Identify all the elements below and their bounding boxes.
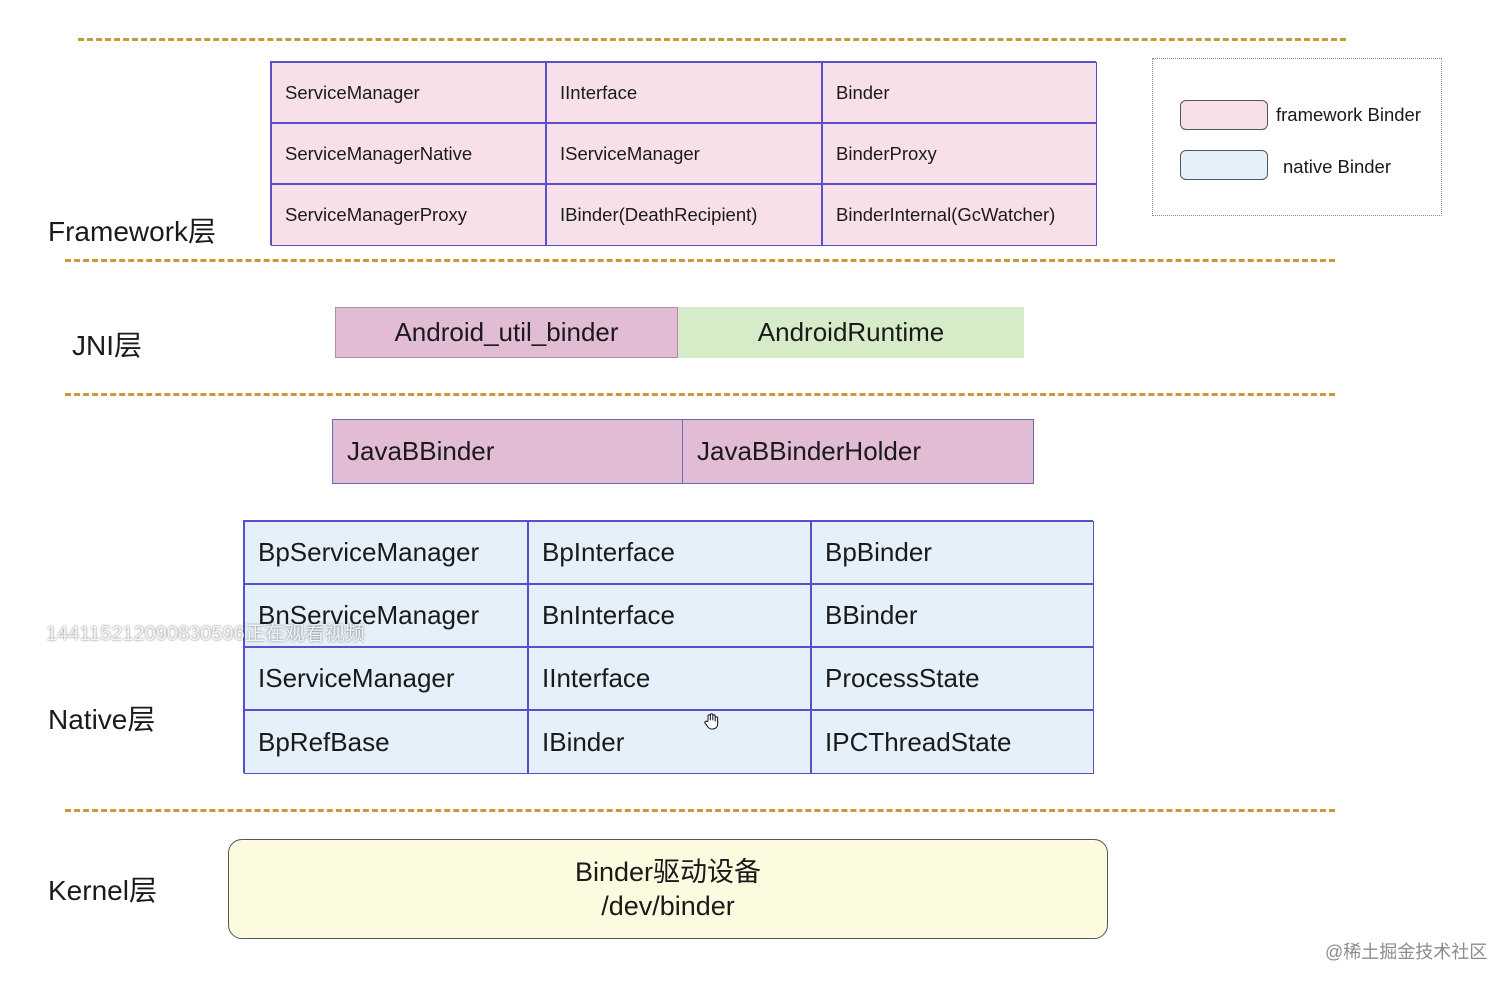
framework-cell: BinderProxy	[822, 123, 1097, 184]
framework-cell: BinderInternal(GcWatcher)	[822, 184, 1097, 246]
javabbinderholder-cell: JavaBBinderHolder	[697, 436, 922, 466]
kernel-box-title: Binder驱动设备	[574, 857, 762, 887]
jni-android-util-binder: Android_util_binder	[335, 307, 678, 358]
legend-label-framework: framework Binder	[1276, 104, 1421, 125]
native-cell: IBinder	[528, 710, 811, 774]
legend: framework Binder native Binder	[1152, 58, 1442, 216]
viewer-watermark: 1441152120908305​96正在观看视频	[46, 623, 365, 645]
jni-bar: Android_util_binder AndroidRuntime	[335, 307, 1024, 358]
separator-jni-native	[65, 393, 1335, 396]
native-layer-label: Native层	[48, 704, 156, 735]
framework-cell: IInterface	[546, 62, 822, 123]
framework-cell: ServiceManager	[271, 62, 546, 123]
native-cell: BpRefBase	[244, 710, 528, 774]
java-binder-bar: JavaBBinder JavaBBinderHolder	[332, 419, 1034, 484]
site-credit: @稀土掘金技术社区	[1325, 942, 1488, 962]
hand-cursor-icon	[702, 712, 722, 737]
native-cell: BBinder	[811, 584, 1094, 647]
separator-top	[78, 38, 1346, 41]
javabbinder-cell: JavaBBinder	[333, 420, 683, 483]
legend-swatch-framework	[1180, 100, 1268, 130]
kernel-layer-label: Kernel层	[48, 875, 157, 906]
legend-swatch-native	[1180, 150, 1268, 180]
native-cell: IInterface	[528, 647, 811, 710]
separator-native-kernel	[65, 809, 1335, 812]
framework-cell: IBinder(DeathRecipient)	[546, 184, 822, 246]
jni-layer-label: JNI层	[72, 330, 143, 361]
native-cell: ProcessState	[811, 647, 1094, 710]
native-cell: IServiceManager	[244, 647, 528, 710]
native-cell: BnInterface	[528, 584, 811, 647]
jni-android-runtime: AndroidRuntime	[678, 307, 1024, 358]
native-cell: BpServiceManager	[244, 521, 528, 584]
framework-cell: Binder	[822, 62, 1097, 123]
native-binder-table: BpServiceManager BpInterface BpBinder Bn…	[243, 520, 1094, 774]
framework-cell: ServiceManagerNative	[271, 123, 546, 184]
kernel-box-path: /dev/binder	[601, 891, 735, 921]
legend-label-native: native Binder	[1283, 156, 1391, 177]
native-cell: BpBinder	[811, 521, 1094, 584]
native-cell: BpInterface	[528, 521, 811, 584]
framework-binder-table: ServiceManager IInterface Binder Service…	[270, 61, 1097, 246]
framework-cell: IServiceManager	[546, 123, 822, 184]
native-cell: IPCThreadState	[811, 710, 1094, 774]
framework-cell: ServiceManagerProxy	[271, 184, 546, 246]
kernel-binder-driver-box: Binder驱动设备 /dev/binder	[228, 839, 1108, 939]
native-cell: BnServiceManager	[244, 584, 528, 647]
separator-framework-jni	[65, 259, 1335, 262]
framework-layer-label: Framework层	[48, 216, 217, 247]
